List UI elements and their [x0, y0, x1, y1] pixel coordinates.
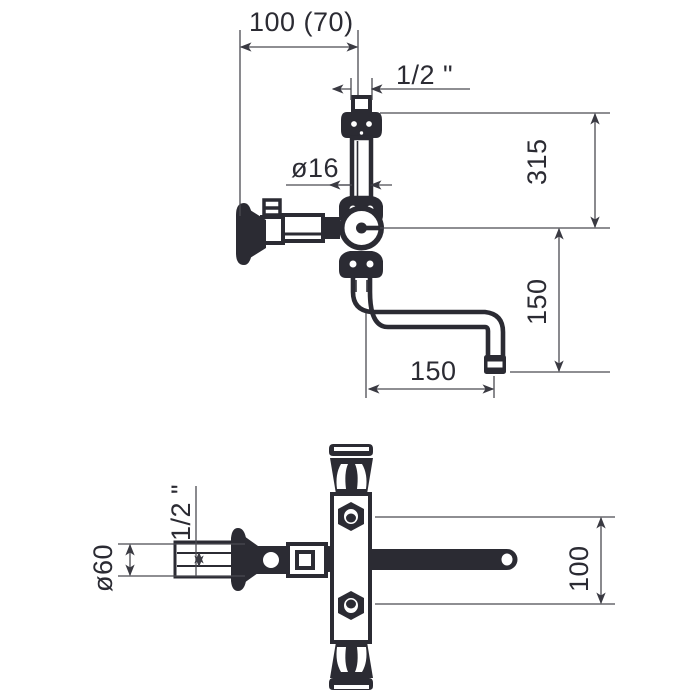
wall-connector-elevation — [236, 198, 340, 265]
hex-nut-bottom — [338, 591, 364, 620]
dim-label-inlet-thread: 1/2 " — [396, 60, 453, 90]
square-collar — [286, 542, 328, 578]
spout-plan — [370, 549, 518, 570]
inlet-nipple-icon — [341, 95, 382, 138]
tap-elevation-geometry — [236, 95, 506, 374]
dim-label-spout-drop: 150 — [522, 278, 552, 325]
elevation-view: 100 (70) 1/2 " ø16 315 150 150 — [236, 7, 610, 398]
dim-label-inlet-thread-plan: 1/2 " — [166, 484, 196, 541]
valve-lower-nut — [339, 251, 383, 278]
dim-label-spout-reach: 150 — [410, 356, 457, 386]
handle-top-icon — [329, 444, 373, 494]
plan-view: ø60 1/2 " 100 — [88, 444, 615, 690]
aerator-outlet — [484, 355, 506, 374]
dim-label-riser-diameter: ø16 — [291, 153, 339, 183]
valve-body-cap — [339, 205, 384, 251]
plan-dimension-lines — [118, 486, 615, 605]
hex-nut-top — [338, 502, 364, 531]
wall-connector-plan — [173, 528, 328, 591]
dim-label-total-height: 315 — [522, 138, 552, 185]
dim-label-flange-diameter: ø60 — [88, 544, 118, 592]
swivel-spout — [350, 278, 506, 358]
handle-bottom-icon — [329, 642, 373, 690]
dim-label-body-width: 100 — [564, 545, 594, 592]
dim-label-wall-offset: 100 (70) — [249, 7, 354, 37]
tap-plan-geometry — [173, 444, 518, 690]
elevation-dimension-lines — [239, 30, 610, 398]
swivel-joint — [256, 546, 286, 574]
